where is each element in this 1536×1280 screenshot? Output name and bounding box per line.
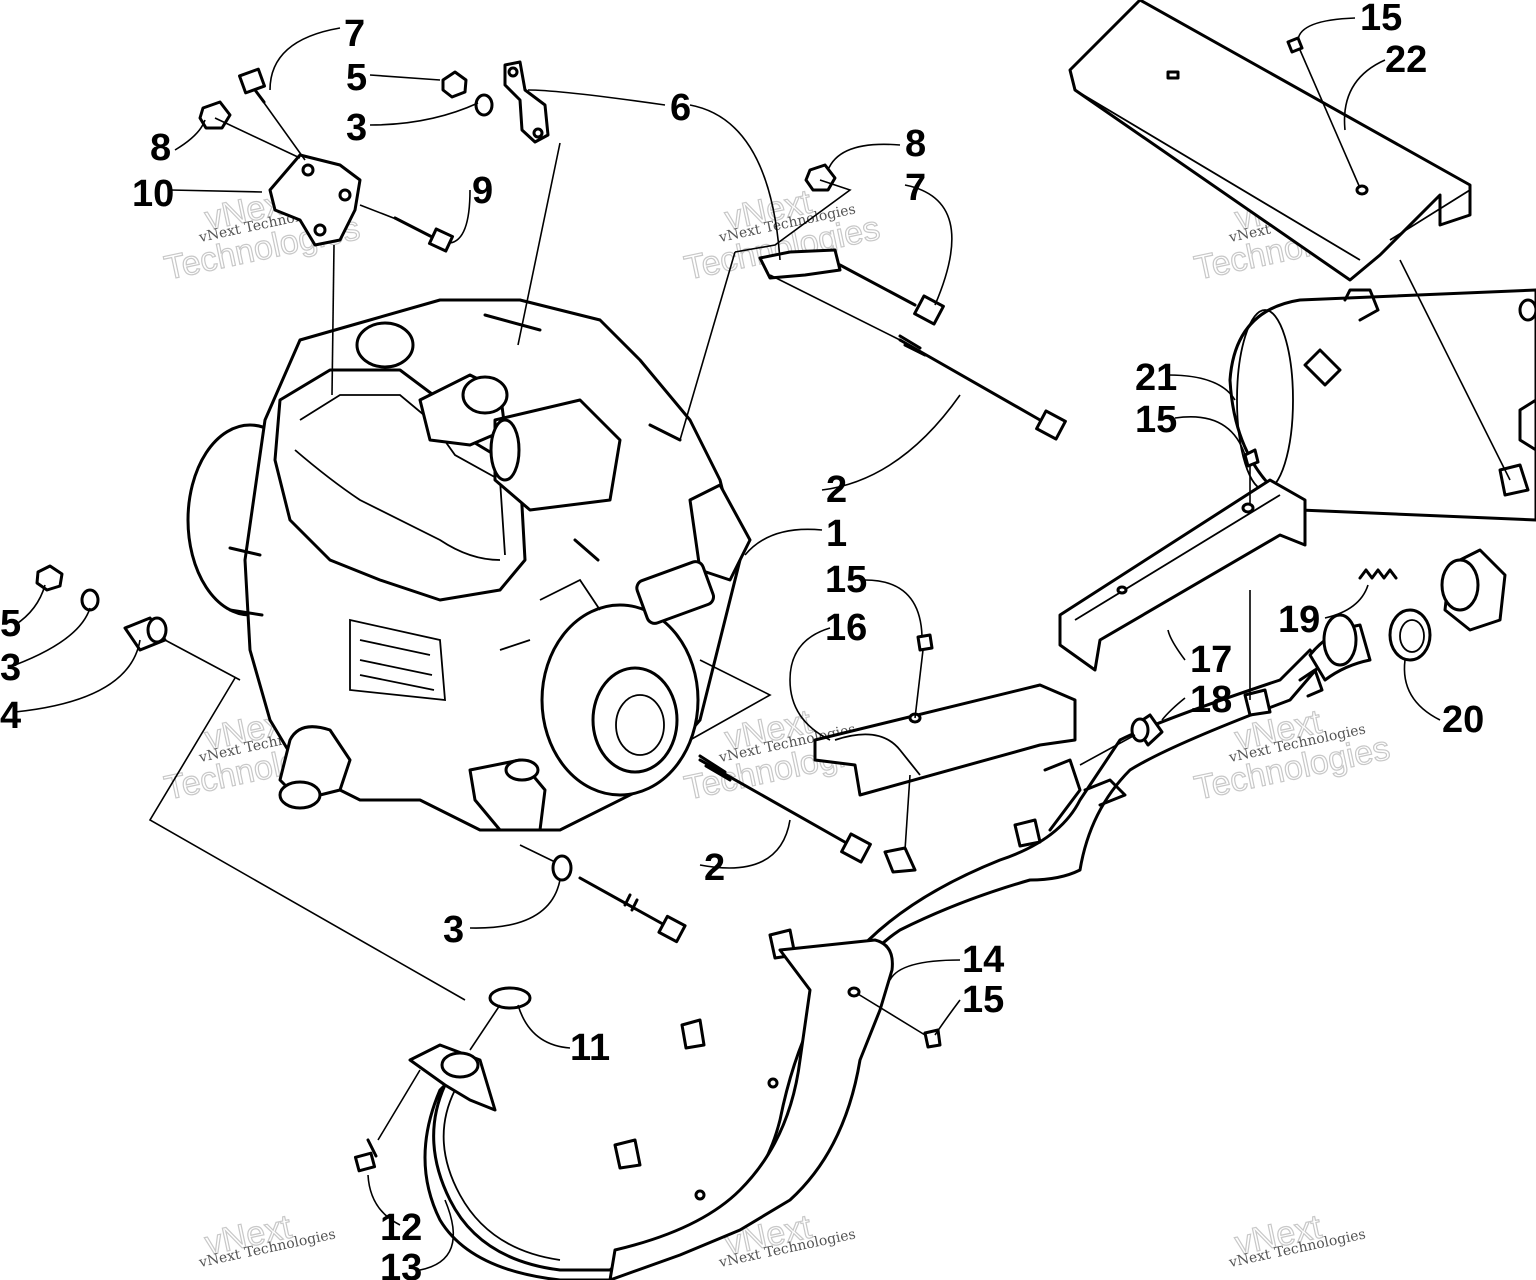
heat-shield-14 (608, 938, 894, 1280)
engine-cylinder-head (273, 368, 527, 602)
callout-5: 5 (0, 603, 21, 645)
callout-6: 6 (670, 87, 691, 129)
muffler (1228, 288, 1536, 522)
callout-20: 20 (1442, 699, 1484, 741)
engine-assembly (186, 298, 752, 832)
callout-19: 19 (1278, 599, 1320, 641)
heat-shield-17 (1058, 478, 1307, 672)
mount-bracket (268, 153, 362, 247)
callout-8: 8 (150, 127, 171, 169)
callout-2: 2 (826, 469, 847, 511)
callout-4: 4 (0, 695, 21, 737)
callout-5: 5 (346, 57, 367, 99)
exhaust-spring (1358, 568, 1398, 580)
callout-17: 17 (1190, 639, 1232, 681)
callout-14: 14 (962, 939, 1004, 981)
callout-8: 8 (905, 123, 926, 165)
lower-mount-hardware (519, 659, 872, 944)
callout-18: 18 (1190, 679, 1232, 721)
callout-leaders (14, 17, 1441, 1271)
heat-shield-top (1068, 0, 1472, 282)
engine-starter-motor (493, 398, 622, 512)
callout-7: 7 (344, 13, 365, 55)
watermark: vNext vNext Technologies (1227, 1207, 1367, 1271)
heat-shields (148, 0, 1511, 1280)
callout-labels: 7 5 3 8 10 9 6 8 7 2 1 5 3 4 21 15 15 22… (0, 0, 1484, 1280)
callout-3: 3 (346, 107, 367, 149)
callout-3: 3 (0, 647, 21, 689)
engine-top-cap (355, 321, 415, 369)
callout-13: 13 (380, 1247, 422, 1280)
exhaust-gasket (488, 986, 532, 1010)
callout-15: 15 (825, 559, 867, 601)
callout-9: 9 (472, 170, 493, 212)
heat-shield-16 (813, 683, 1077, 797)
callout-15: 15 (1360, 0, 1402, 39)
callout-21: 21 (1135, 357, 1177, 399)
bracket-6 (503, 60, 550, 144)
callout-1: 1 (826, 513, 847, 555)
callout-12: 12 (380, 1207, 422, 1249)
top-left-mount-hardware (198, 60, 561, 396)
callout-15: 15 (1135, 399, 1177, 441)
callout-15: 15 (962, 979, 1004, 1021)
callout-11: 11 (570, 1027, 610, 1069)
callout-7: 7 (905, 167, 926, 209)
callout-3: 3 (443, 909, 464, 951)
callout-22: 22 (1385, 39, 1427, 81)
exhaust-system (408, 288, 1536, 1280)
callout-10: 10 (132, 173, 174, 215)
callout-16: 16 (825, 607, 867, 649)
watermark: vNext vNext Technologies (197, 1207, 337, 1271)
callout-2: 2 (704, 847, 725, 889)
